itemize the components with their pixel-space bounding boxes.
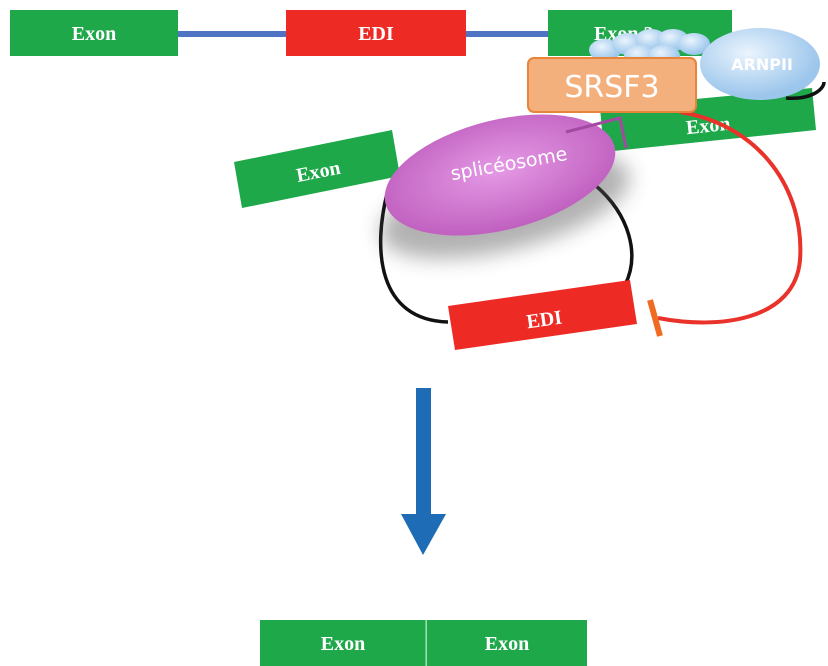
spliceosome — [384, 114, 616, 236]
arnpii-tail — [785, 81, 826, 100]
exon-label-result-right: Exon — [485, 633, 529, 655]
edi-label-complex: EDI — [525, 307, 563, 334]
arnpii-label: ARNPII — [731, 55, 793, 74]
edi-label-top: EDI — [358, 23, 394, 45]
exon-label-top-left: Exon — [72, 23, 116, 45]
arnpii-bead-chain — [589, 29, 710, 67]
edi-block-complex — [448, 280, 637, 350]
exon-block-result-right — [427, 620, 587, 666]
exon-label-result-left: Exon — [321, 633, 365, 655]
inhibition-arc — [657, 110, 803, 325]
inhibition-bar — [647, 299, 663, 337]
arrow-shaft — [416, 388, 431, 516]
arrow-head — [401, 514, 446, 555]
arnpii-polymerase — [700, 28, 820, 100]
edi-block-top — [286, 10, 466, 56]
intron-loop — [378, 189, 449, 324]
srsf3-label: SRSF3 — [564, 70, 659, 105]
srsf3-box — [527, 57, 697, 113]
exon-block-top-left — [10, 10, 178, 56]
exon-block-result-left — [260, 620, 426, 666]
exon-block-complex-left — [234, 130, 400, 208]
spliceosome-notch — [565, 116, 628, 149]
